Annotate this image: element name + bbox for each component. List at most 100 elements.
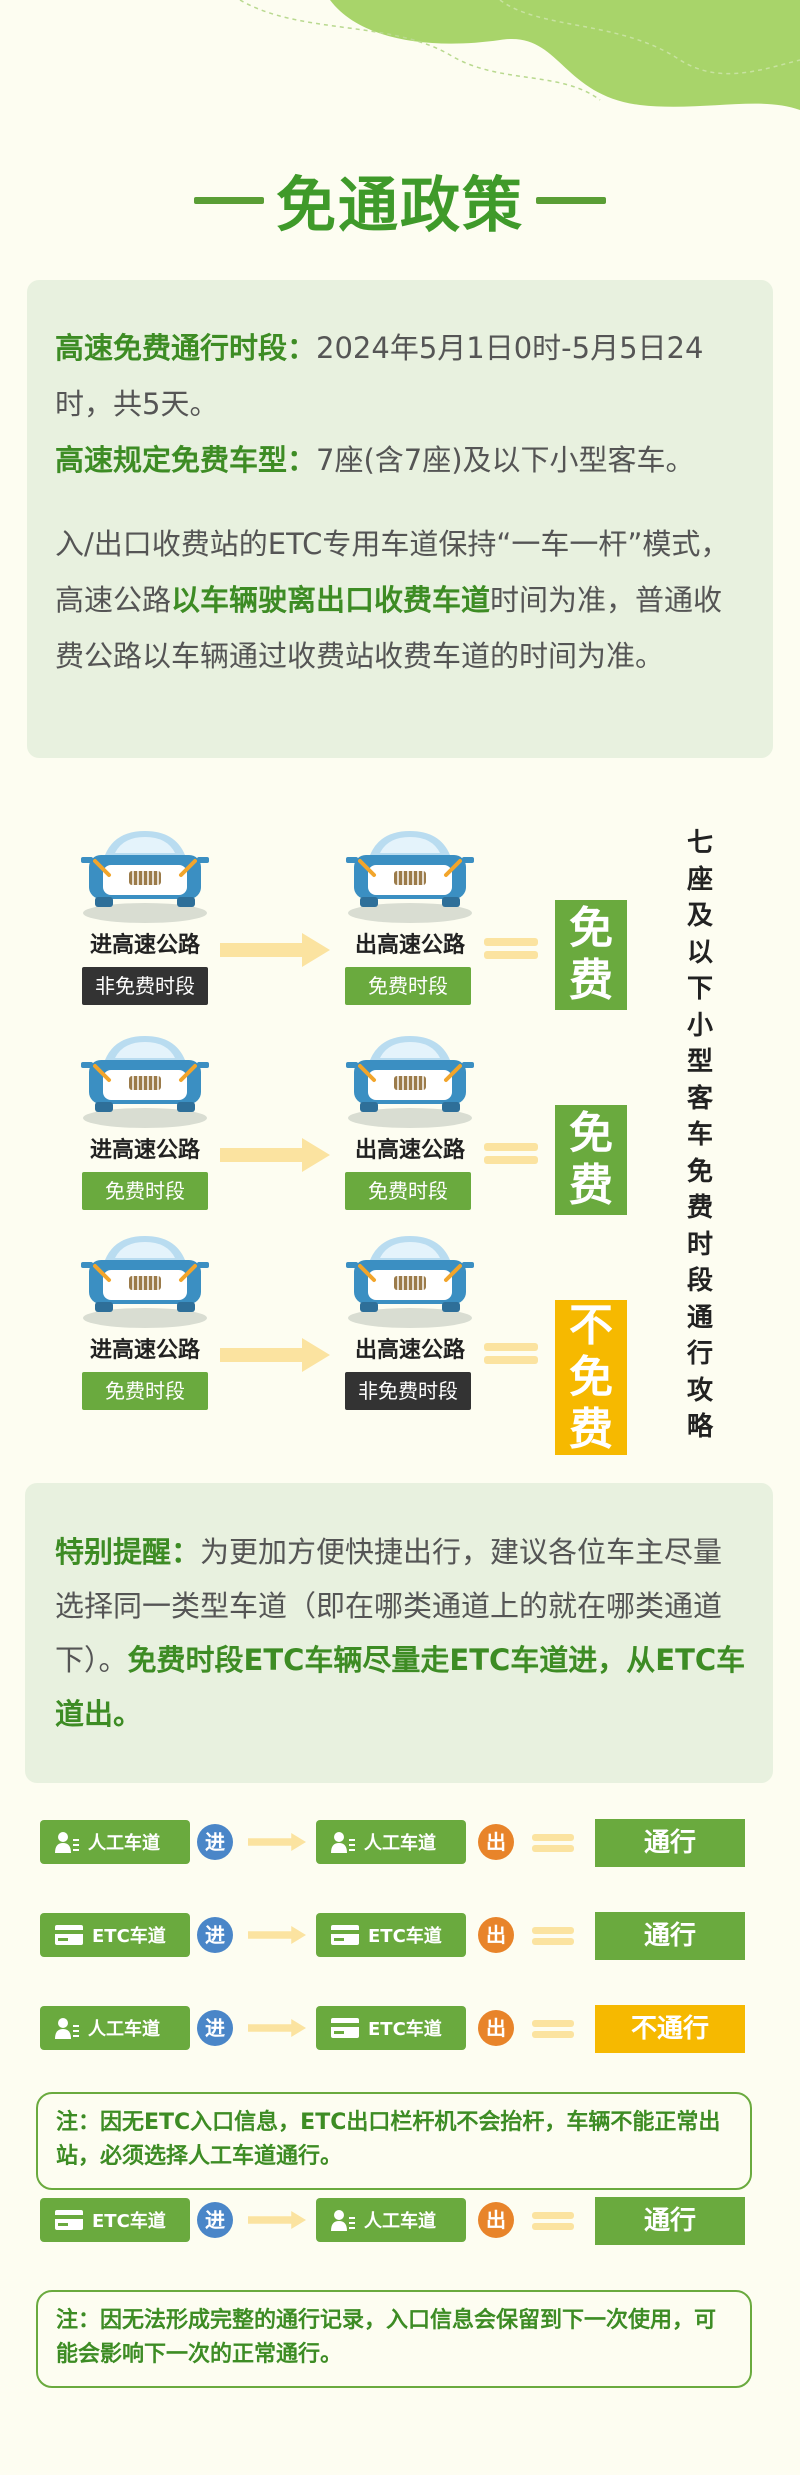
entry-lane-label: ETC车道 — [92, 2211, 166, 2232]
entry-label: 进高速公路 — [89, 1338, 200, 1363]
toll-rule-part2: 时间为准，普通收费公路以车辆通过收费站收费车道的时间为准。 — [55, 583, 723, 673]
lane-result: 通行 — [595, 1912, 745, 1960]
person-icon — [331, 2210, 355, 2231]
car-icon — [346, 1036, 474, 1128]
exit-mark: 出 — [478, 1824, 514, 1860]
exit-mark: 出 — [478, 1917, 514, 1953]
exit-lane: ETC车道 — [316, 1913, 466, 1957]
lane-result: 不通行 — [595, 2005, 745, 2053]
toll-rule-part1: 入/出口收费站的ETC专用车道保持“一车一杆”模式，高速公路 — [55, 527, 730, 617]
entry-label: 进高速公路 — [89, 933, 200, 958]
exit-lane-label: ETC车道 — [368, 1926, 442, 1947]
equals-icon — [484, 1138, 538, 1172]
free-vehicle-value: 7座(含7座)及以下小型客车。 — [316, 443, 695, 477]
toll-rule-bold: 以车辆驶离出口收费车道 — [171, 583, 491, 617]
page-title: 免通政策 — [276, 170, 524, 241]
diagram-row: 进高速公路非免费时段 出高速公路免费时段 免费 — [0, 825, 800, 1015]
lane-result: 通行 — [595, 1819, 745, 1867]
flow-arrow-icon — [220, 933, 330, 967]
exit-period-tag: 非免费时段 — [345, 1372, 471, 1410]
entry-lane: ETC车道 — [40, 1913, 190, 1957]
car-icon — [346, 831, 474, 923]
decorative-leaf-background — [239, 0, 800, 110]
result-badge: 免费 — [555, 900, 627, 1010]
equals-icon — [532, 2016, 574, 2042]
note-text-1: 注：因无ETC入口信息，ETC出口栏杆机不会抬杆，车辆不能正常出站，必须选择人工… — [56, 2110, 721, 2169]
title-left-rule — [194, 196, 264, 204]
exit-period-tag: 免费时段 — [345, 967, 471, 1005]
card-icon — [55, 1925, 83, 1945]
entry-period-tag: 非免费时段 — [82, 967, 208, 1005]
title-right-rule — [536, 196, 606, 204]
entry-lane-label: ETC车道 — [92, 1926, 166, 1947]
reminder-bold: 免费时段ETC车辆尽量走ETC车道进，从ETC车道出。 — [55, 1643, 746, 1731]
result-text: 免费 — [569, 903, 613, 1006]
free-period-text: 高速免费通行时段：2024年5月1日0时-5月5日24时，共5天。 — [55, 320, 745, 432]
entry-label: 进高速公路 — [89, 1138, 200, 1163]
car-icon — [81, 831, 209, 923]
diagram-row: 进高速公路免费时段出高速公路免费时段免费 — [0, 1030, 800, 1220]
entry-period-tag: 免费时段 — [82, 1372, 208, 1410]
lane-result: 通行 — [595, 2197, 745, 2245]
vertical-caption: 七座及以下小型客车免费时段通行攻略 — [686, 828, 713, 1442]
flow-arrow-icon — [248, 2019, 306, 2037]
entry-mark: 进 — [197, 1917, 233, 1953]
exit-mark: 出 — [478, 2202, 514, 2238]
lane-row: ETC车道 进 ETC车道 出 通行 — [0, 1912, 800, 1967]
result-text: 免费 — [569, 1108, 613, 1211]
flow-arrow-icon — [220, 1338, 330, 1372]
exit-mark: 出 — [478, 2010, 514, 2046]
person-icon — [55, 1832, 79, 1853]
entry-mark: 进 — [197, 2010, 233, 2046]
free-vehicle-text: 高速规定免费车型：7座(含7座)及以下小型客车。 — [55, 432, 745, 488]
car-icon — [81, 1036, 209, 1128]
page-header: 免通政策 — [0, 155, 800, 245]
equals-icon — [532, 1830, 574, 1856]
result-text: 不免费 — [569, 1299, 613, 1455]
person-icon — [331, 1832, 355, 1853]
exit-car — [340, 825, 480, 929]
car-icon — [346, 1236, 474, 1328]
exit-lane-label: 人工车道 — [364, 1833, 436, 1854]
result-badge: 免费 — [555, 1105, 627, 1215]
entry-lane: 人工车道 — [40, 1820, 190, 1864]
result-badge: 不免费 — [555, 1300, 627, 1455]
exit-label: 出高速公路 — [354, 1138, 465, 1163]
entry-lane: 人工车道 — [40, 2006, 190, 2050]
exit-lane: 人工车道 — [316, 2198, 466, 2242]
exit-car — [340, 1030, 480, 1134]
free-period-value: 2024年5月1日0时-5月5日24时，共5天。 — [55, 331, 704, 421]
exit-label: 出高速公路 — [354, 933, 465, 958]
exit-lane-label: 人工车道 — [364, 2211, 436, 2232]
policy-info-card: 高速免费通行时段：2024年5月1日0时-5月5日24时，共5天。 高速规定免费… — [27, 280, 773, 758]
diagram-row: 进高速公路免费时段出高速公路非免费时段不免费 — [0, 1230, 800, 1455]
free-vehicle-label: 高速规定免费车型： — [55, 443, 317, 477]
entry-mark: 进 — [197, 1824, 233, 1860]
car-icon — [81, 1236, 209, 1328]
exit-car — [340, 1230, 480, 1334]
entry-car — [75, 825, 215, 929]
flow-arrow-icon — [248, 2211, 306, 2229]
equals-icon — [532, 1923, 574, 1949]
reminder-label: 特别提醒： — [55, 1535, 201, 1569]
flow-arrow-icon — [248, 1926, 306, 1944]
flow-arrow-icon — [220, 1138, 330, 1172]
reminder-text: 特别提醒：为更加方便快捷出行，建议各位车主尽量选择同一类型车道（即在哪类通道上的… — [55, 1525, 747, 1741]
flow-arrow-icon — [248, 1833, 306, 1851]
free-period-diagram: 进高速公路非免费时段出高速公路免费时段免费 进高速公路免费时段出高速公路免费时段… — [0, 800, 800, 1455]
free-period-label: 高速免费通行时段： — [55, 331, 317, 365]
equals-icon — [532, 2208, 574, 2234]
entry-lane: ETC车道 — [40, 2198, 190, 2242]
note-box-2: 注：因无法形成完整的通行记录，入口信息会保留到下一次使用，可能会影响下一次的正常… — [36, 2290, 752, 2388]
card-icon — [331, 1925, 359, 1945]
entry-lane-label: 人工车道 — [88, 2019, 160, 2040]
equals-icon — [484, 1338, 538, 1372]
exit-lane-label: ETC车道 — [368, 2019, 442, 2040]
note-text-2: 注：因无法形成完整的通行记录，入口信息会保留到下一次使用，可能会影响下一次的正常… — [56, 2308, 717, 2367]
lane-row: ETC车道进人工车道出通行 — [0, 2197, 800, 2252]
equals-icon — [484, 933, 538, 967]
lane-row: 人工车道进人工车道出通行 — [0, 1819, 800, 1874]
lane-row: 人工车道 进 ETC车道 出 不通行 — [0, 2005, 800, 2060]
entry-car — [75, 1230, 215, 1334]
